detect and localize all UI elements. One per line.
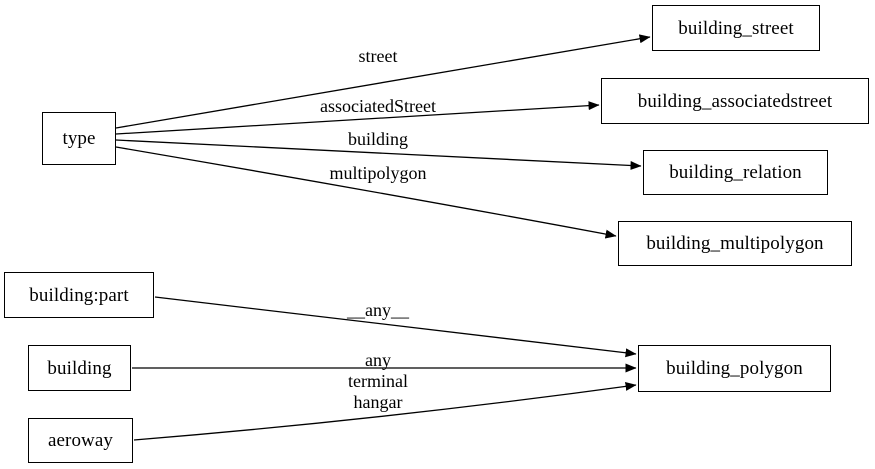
node-label: aeroway	[47, 430, 114, 451]
node-label: building_polygon	[666, 358, 803, 379]
node-label: building:part	[29, 284, 129, 306]
node-building-relation[interactable]: building_relation	[643, 150, 828, 195]
node-label: building_relation	[669, 162, 802, 183]
node-type[interactable]: type	[42, 112, 116, 165]
edge-label-building: building	[347, 129, 409, 149]
node-building-polygon[interactable]: building_polygon	[638, 345, 831, 392]
edge-type-building_multipolygon	[115, 146, 617, 239]
node-label: type	[62, 128, 96, 149]
node-aeroway[interactable]: aeroway	[28, 418, 133, 463]
edge-label-terminal: terminal	[348, 371, 408, 391]
node-building[interactable]: building	[28, 345, 131, 391]
node-building-part[interactable]: building:part	[4, 272, 154, 318]
node-label: building_multipolygon	[646, 233, 824, 254]
node-label: building_street	[678, 17, 794, 39]
edge-label-street: street	[358, 46, 398, 66]
node-label: building	[47, 357, 112, 379]
edge-label-hangar: hangar	[353, 392, 403, 412]
edge-label-associatedstreet: associatedStreet	[320, 96, 436, 116]
edge-label-any-building: __any__	[347, 350, 409, 370]
node-building-associatedstreet[interactable]: building_associatedstreet	[601, 78, 869, 124]
edge-label-any-part: __any__	[347, 300, 409, 320]
node-building-multipolygon[interactable]: building_multipolygon	[618, 221, 852, 266]
edge-label-multipolygon: multipolygon	[329, 163, 427, 183]
node-label: building_associatedstreet	[637, 90, 833, 112]
node-building-street[interactable]: building_street	[652, 5, 820, 51]
